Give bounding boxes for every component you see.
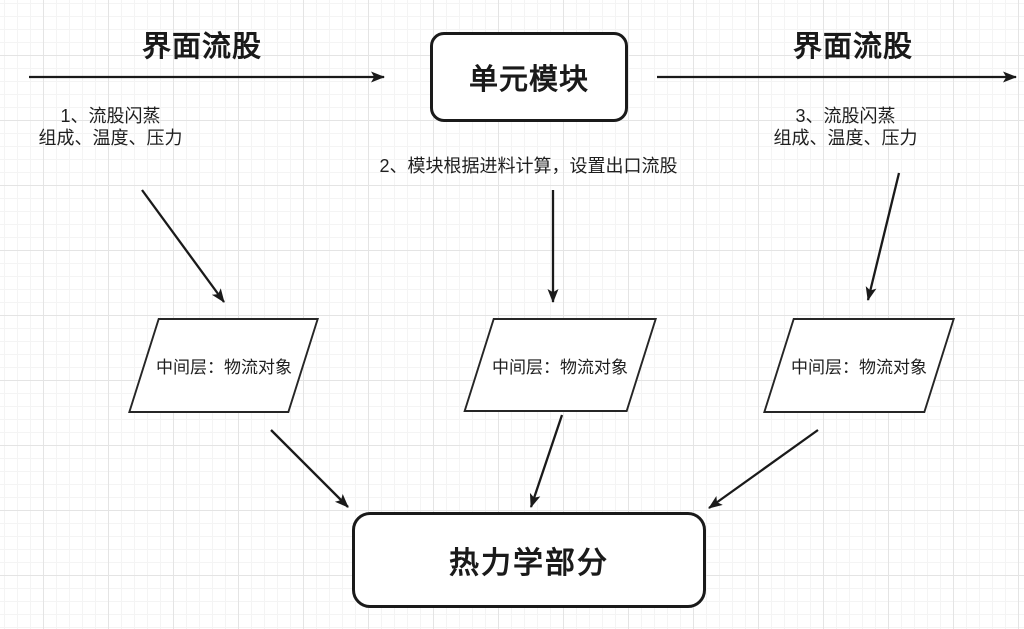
arrow-middle-center-to-thermo[interactable] <box>529 414 564 508</box>
node-middle-layer-center[interactable]: 中间层：物流对象 <box>463 318 657 412</box>
label-stream-left[interactable]: 界面流股 <box>142 31 263 63</box>
node-thermodynamics[interactable]: 热力学部分 <box>352 512 706 608</box>
note-stream-flash-3[interactable]: 3、流股闪蒸 组成、温度、压力 <box>753 105 938 149</box>
arrow-middle-left-to-thermo[interactable] <box>270 429 349 508</box>
note-1-line-2: 组成、温度、压力 <box>38 128 183 148</box>
unit-module-label: 单元模块 <box>468 64 589 96</box>
node-unit-module[interactable]: 单元模块 <box>430 32 628 122</box>
middle-layer-left-label: 中间层：物流对象 <box>155 358 292 377</box>
arrow-middle-right-to-thermo[interactable] <box>708 429 819 509</box>
middle-layer-right-label: 中间层：物流对象 <box>791 358 928 377</box>
node-middle-layer-left[interactable]: 中间层：物流对象 <box>128 318 319 413</box>
label-stream-right[interactable]: 界面流股 <box>793 31 914 63</box>
arrow-note1-to-middle-left[interactable] <box>141 189 225 303</box>
note-stream-flash-1[interactable]: 1、流股闪蒸 组成、温度、压力 <box>18 105 203 149</box>
middle-layer-center-label: 中间层：物流对象 <box>492 357 629 377</box>
note-3-line-2: 组成、温度、压力 <box>773 128 918 148</box>
node-middle-layer-right[interactable]: 中间层：物流对象 <box>763 318 955 413</box>
note-module-calculation-2[interactable]: 2、模块根据进料计算，设置出口流股 <box>379 156 678 176</box>
note-3-line-1: 3、流股闪蒸 <box>795 106 896 126</box>
note-1-line-1: 1、流股闪蒸 <box>60 106 161 126</box>
arrow-note3-to-middle-right[interactable] <box>865 172 901 301</box>
thermodynamics-label: 热力学部分 <box>449 547 609 580</box>
